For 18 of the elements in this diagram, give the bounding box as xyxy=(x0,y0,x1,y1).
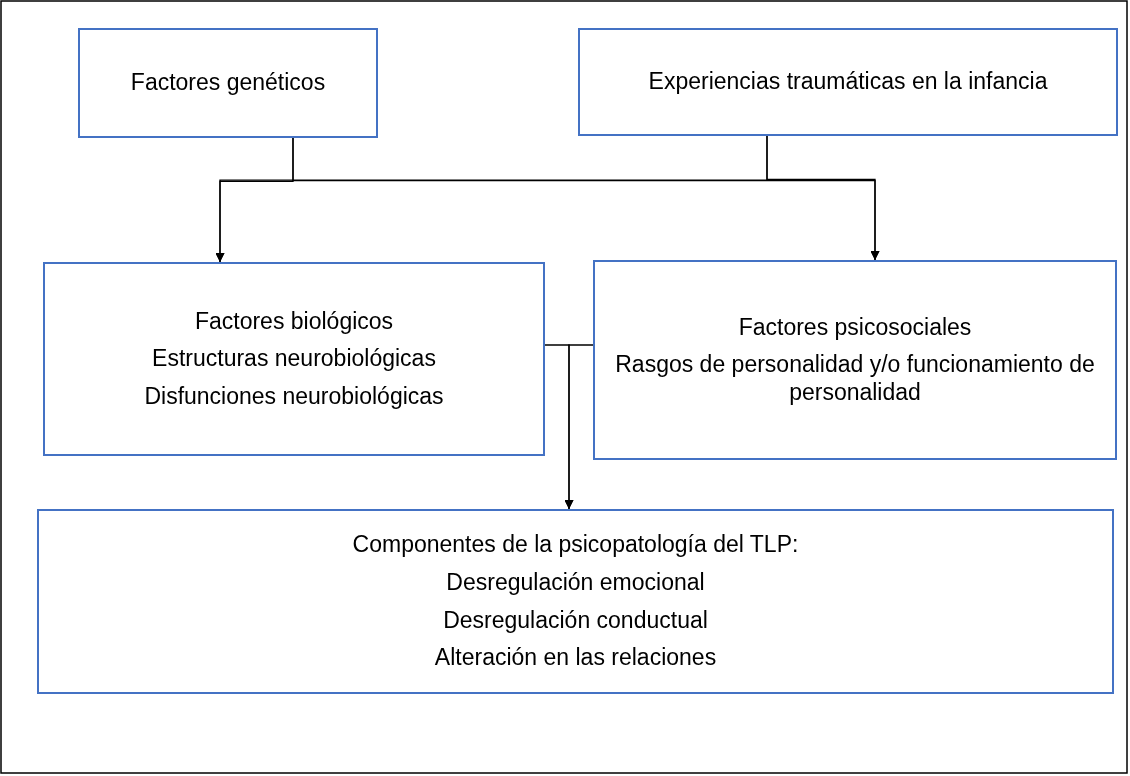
box-text: Factores biológicos xyxy=(194,307,394,336)
box-text: Experiencias traumáticas en la infancia xyxy=(648,68,1048,96)
arrow xyxy=(766,135,880,261)
process-box xyxy=(578,28,1118,136)
box-text: Desregulación conductual xyxy=(443,606,708,635)
box-text: Componentes de la psicopatología del TLP: xyxy=(352,531,799,559)
box-text: Alteración en las relaciones xyxy=(434,644,717,672)
box-text: Rasgos de personalidad y/o funcionamiento de personalidad xyxy=(614,351,1096,407)
process-box xyxy=(78,28,378,138)
box-text: Estructuras neurobiológicas xyxy=(152,345,436,373)
box-text: Disfunciones neurobiológicas xyxy=(144,382,444,411)
process-box xyxy=(593,260,1117,460)
box-text: Factores genéticos xyxy=(130,69,326,97)
process-box xyxy=(37,509,1114,694)
process-box xyxy=(43,262,545,456)
box-text: Factores psicosociales xyxy=(738,313,972,342)
arrow xyxy=(564,344,594,510)
box-text: Desregulación emocional xyxy=(446,568,705,597)
